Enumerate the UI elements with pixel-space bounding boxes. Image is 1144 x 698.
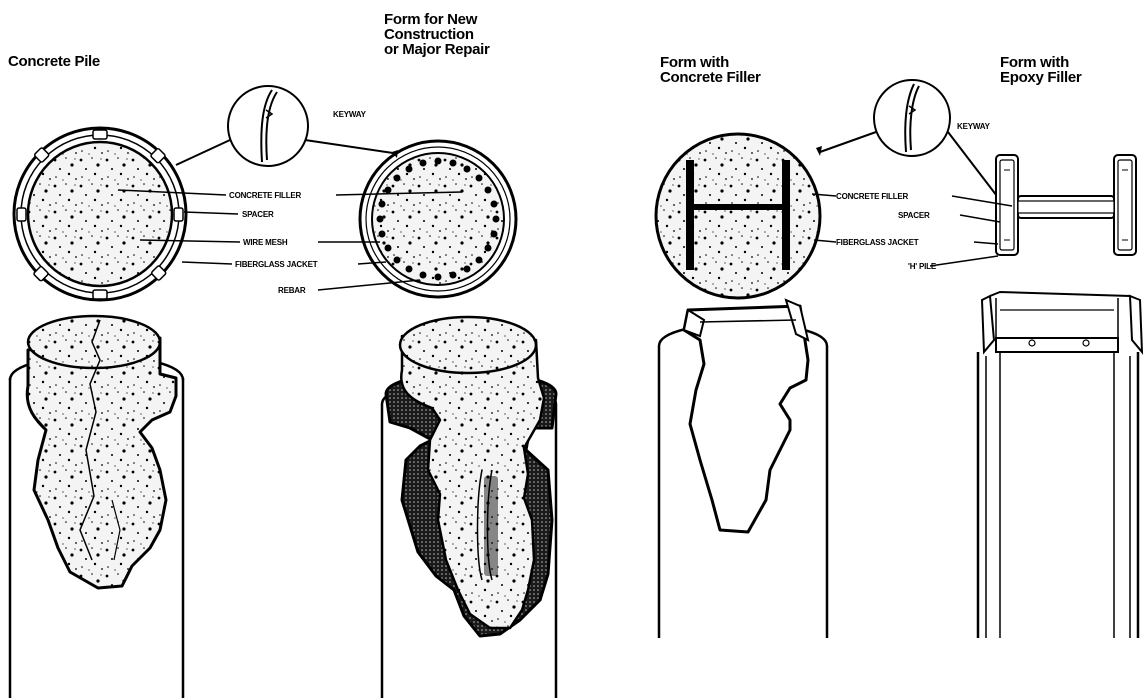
label-fiberglass-jacket: FIBERGLASS JACKET xyxy=(235,260,318,269)
label-keyway-right: KEYWAY xyxy=(957,122,991,131)
label-concrete-filler-right: CONCRETE FILLER xyxy=(836,192,909,201)
label-spacer-right: SPACER xyxy=(898,211,930,220)
concrete-filler-cross-section xyxy=(656,134,822,298)
label-concrete-filler: CONCRETE FILLER xyxy=(229,191,302,200)
label-spacer: SPACER xyxy=(242,210,274,219)
label-h-pile: 'H' PILE xyxy=(908,262,937,271)
label-wire-mesh: WIRE MESH xyxy=(243,238,288,247)
label-keyway: KEYWAY xyxy=(333,110,367,119)
concrete-pile-cross-section xyxy=(14,128,186,300)
epoxy-filler-elevation xyxy=(978,292,1142,638)
new-construction-cross-section xyxy=(360,141,516,297)
label-rebar: REBAR xyxy=(278,286,306,295)
right-leader-lines xyxy=(812,194,1012,266)
keyway-detail xyxy=(176,86,393,166)
new-construction-elevation xyxy=(382,317,556,698)
concrete-filler-elevation xyxy=(659,300,827,638)
concrete-pile-elevation xyxy=(10,316,183,698)
epoxy-filler-cross-section xyxy=(996,155,1136,255)
label-fiberglass-jacket-right: FIBERGLASS JACKET xyxy=(836,238,919,247)
keyway-detail-right xyxy=(820,80,1000,200)
